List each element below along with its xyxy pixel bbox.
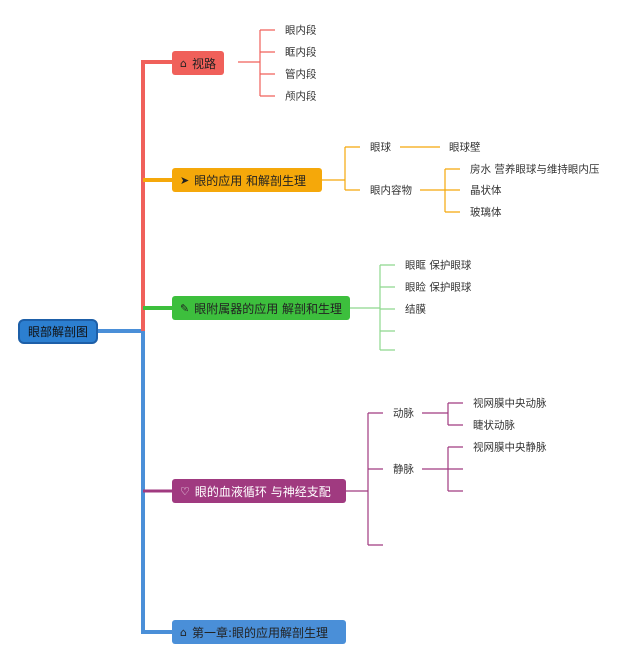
heart-icon: ♡ — [180, 484, 190, 498]
branch-label: 眼附属器的应用 解剖和生理 — [194, 301, 343, 316]
branch-adnexa[interactable]: ✎ 眼附属器的应用 解剖和生理 — [172, 296, 350, 320]
leaf[interactable]: 视网膜中央静脉 — [473, 441, 547, 454]
leaf[interactable]: 静脉 — [393, 463, 414, 476]
branch-label: 眼的血液循环 与神经支配 — [194, 484, 331, 499]
leaf[interactable]: 睫状动脉 — [473, 419, 515, 432]
root-label: 眼部解剖图 — [27, 325, 88, 339]
leaf[interactable]: 动脉 — [393, 407, 414, 420]
branch-chapter-one[interactable]: ⌂ 第一章:眼的应用解剖生理 — [172, 620, 346, 644]
branch-label: 第一章:眼的应用解剖生理 — [191, 625, 329, 640]
leaf[interactable]: 颅内段 — [285, 90, 317, 103]
leaf[interactable]: 房水 营养眼球与维持眼内压 — [470, 163, 600, 176]
leaf[interactable]: 玻璃体 — [470, 206, 502, 219]
branch-eye-anatomy[interactable]: ➤ 眼的应用 和解剖生理 — [172, 168, 322, 192]
branch-label: 视路 — [191, 56, 216, 71]
paper-plane-icon: ➤ — [180, 173, 190, 187]
leaf[interactable]: 眼睑 保护眼球 — [405, 281, 472, 294]
root-node[interactable]: 眼部解剖图 — [18, 319, 98, 344]
branch-blood-circulation[interactable]: ♡ 眼的血液循环 与神经支配 — [172, 479, 346, 503]
leaf[interactable]: 眼眶 保护眼球 — [405, 259, 472, 272]
leaf[interactable]: 眼球 — [370, 141, 391, 154]
magic-wand-icon: ✎ — [180, 301, 190, 315]
leaf[interactable]: 管内段 — [285, 68, 317, 81]
home-icon: ⌂ — [180, 625, 187, 639]
leaf[interactable]: 晶状体 — [470, 184, 502, 197]
leaf[interactable]: 结膜 — [405, 303, 426, 316]
branch-label: 眼的应用 和解剖生理 — [194, 173, 307, 188]
leaf[interactable]: 视网膜中央动脉 — [473, 397, 547, 410]
leaf[interactable]: 眶内段 — [285, 46, 317, 59]
leaf[interactable]: 眼球壁 — [449, 141, 481, 154]
leaf[interactable]: 眼内段 — [285, 24, 317, 37]
branch-visual-pathway[interactable]: ⌂ 视路 — [172, 51, 224, 75]
home-icon: ⌂ — [180, 56, 187, 70]
leaf[interactable]: 眼内容物 — [370, 184, 412, 197]
